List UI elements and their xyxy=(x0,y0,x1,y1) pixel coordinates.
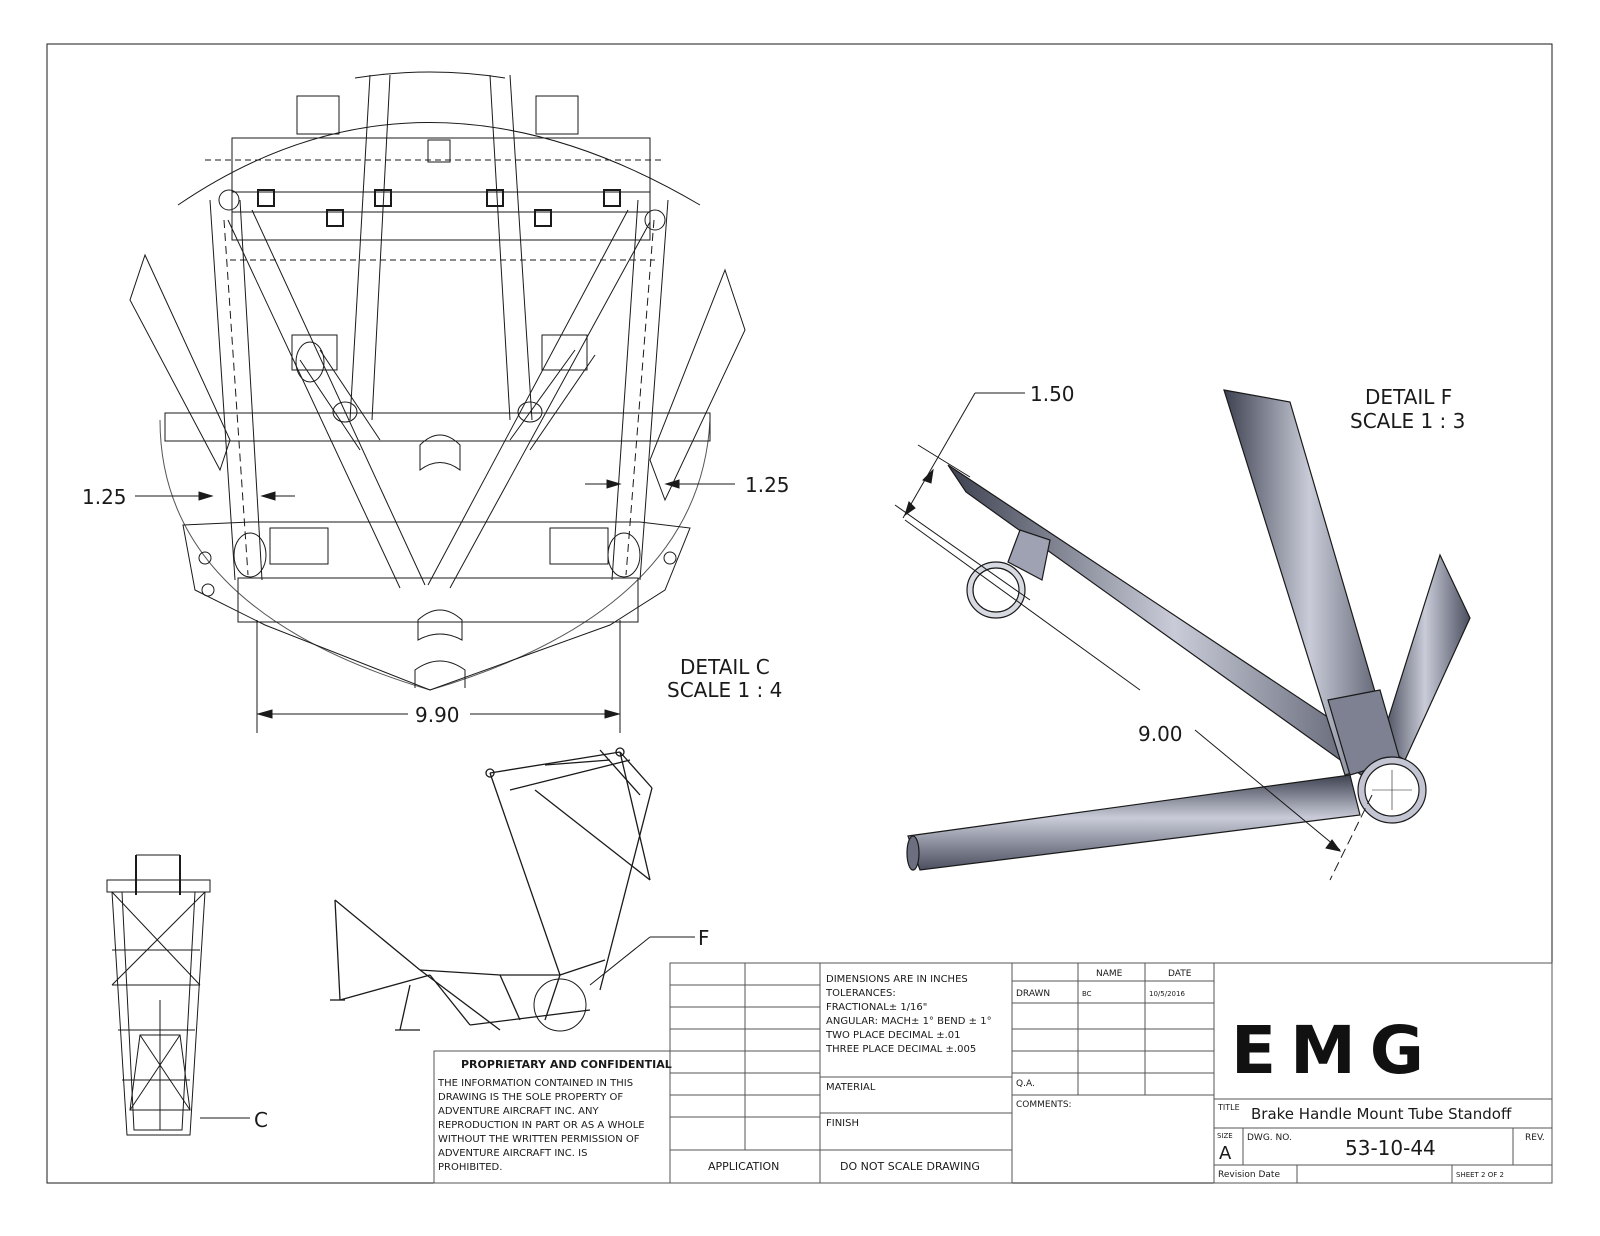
dim-c-left-arrow-2 xyxy=(260,491,276,501)
application-label: APPLICATION xyxy=(708,1160,779,1173)
do-not-scale-note: DO NOT SCALE DRAWING xyxy=(840,1160,980,1173)
drawn-name: BC xyxy=(1082,990,1092,998)
detail-c-title: DETAIL C xyxy=(680,655,770,679)
column-name-header: NAME xyxy=(1096,969,1123,979)
proprietary-line: ADVENTURE AIRCRAFT INC. IS xyxy=(438,1148,587,1159)
sheet-number: SHEET 2 OF 2 xyxy=(1456,1171,1504,1179)
detail-f-title: DETAIL F xyxy=(1365,385,1452,409)
overall-front-view xyxy=(106,854,250,1136)
detail-f-dimensions xyxy=(589,392,1373,986)
column-date-header: DATE xyxy=(1168,969,1192,979)
detail-c-dimensions xyxy=(135,479,735,733)
detail-f-scale: SCALE 1 : 3 xyxy=(1350,409,1465,433)
tolerance-line: THREE PLACE DECIMAL ±.005 xyxy=(825,1044,976,1055)
tolerance-notes: DIMENSIONS ARE IN INCHES TOLERANCES: FRA… xyxy=(825,974,992,1055)
frame-top-arc xyxy=(354,71,506,79)
frame-outline-bottom xyxy=(159,419,711,691)
dim-c-width-value: 9.90 xyxy=(415,703,460,727)
finish-label: FINISH xyxy=(826,1118,859,1129)
left-wing xyxy=(129,253,231,472)
proprietary-line: THE INFORMATION CONTAINED IN THIS xyxy=(437,1078,633,1089)
proprietary-line: ADVENTURE AIRCRAFT INC. ANY xyxy=(438,1106,599,1117)
dim-f-offset-value: 1.50 xyxy=(1030,382,1075,406)
drawn-label: DRAWN xyxy=(1016,989,1050,999)
drawn-date: 10/5/2016 xyxy=(1149,990,1185,998)
detail-f-view xyxy=(906,389,1471,871)
title-block-grid xyxy=(433,962,1553,1184)
proprietary-line: REPRODUCTION IN PART OR AS A WHOLE xyxy=(438,1120,645,1131)
emg-logo: EMG xyxy=(1231,1012,1438,1089)
dim-c-left-value: 1.25 xyxy=(82,485,127,509)
tube-lower xyxy=(907,774,1361,871)
dwg-no-label: DWG. NO. xyxy=(1247,1133,1292,1143)
size-label: SIZE xyxy=(1217,1132,1233,1140)
qa-label: Q.A. xyxy=(1016,1079,1035,1089)
proprietary-heading: PROPRIETARY AND CONFIDENTIAL xyxy=(461,1058,672,1071)
proprietary-line: PROHIBITED. xyxy=(438,1162,502,1173)
tolerance-line: TOLERANCES: xyxy=(825,988,896,999)
rev-label: REV. xyxy=(1525,1133,1545,1143)
dim-c-right-arrow-1 xyxy=(664,479,680,489)
drawing-title: Brake Handle Mount Tube Standoff xyxy=(1251,1105,1512,1123)
proprietary-body: THE INFORMATION CONTAINED IN THIS DRAWIN… xyxy=(437,1078,645,1173)
detail-c-view xyxy=(129,71,746,691)
revision-date-label: Revision Date xyxy=(1218,1170,1280,1180)
proprietary-line: WITHOUT THE WRITTEN PERMISSION OF xyxy=(438,1134,640,1145)
title-label: TITLE xyxy=(1217,1103,1240,1112)
detail-c-scale: SCALE 1 : 4 xyxy=(667,678,782,702)
overall-iso-view xyxy=(330,747,653,1032)
comments-label: COMMENTS: xyxy=(1016,1100,1072,1110)
dim-f-length-value: 9.00 xyxy=(1138,722,1183,746)
tube-stub xyxy=(1007,529,1051,581)
material-label: MATERIAL xyxy=(826,1082,876,1093)
dim-c-right-value: 1.25 xyxy=(745,473,790,497)
dim-f-length-arrow xyxy=(1325,839,1342,852)
dwg-number: 53-10-44 xyxy=(1345,1136,1436,1160)
sheet-size: A xyxy=(1219,1143,1232,1164)
dim-c-width-arrow-left xyxy=(256,709,273,719)
proprietary-line: DRAWING IS THE SOLE PROPERTY OF xyxy=(438,1092,623,1103)
callout-f: F xyxy=(698,926,710,950)
tolerance-line: TWO PLACE DECIMAL ±.01 xyxy=(825,1030,960,1041)
tolerance-line: DIMENSIONS ARE IN INCHES xyxy=(826,974,968,985)
dim-c-right-arrow-2 xyxy=(606,479,622,489)
tolerance-line: FRACTIONAL± 1/16" xyxy=(826,1002,927,1013)
tube-upper-right xyxy=(1379,553,1471,761)
callout-c: C xyxy=(254,1108,268,1132)
frame-outline-top xyxy=(177,122,701,206)
right-wing xyxy=(649,268,746,502)
dim-f-offset-arrow-2 xyxy=(904,501,916,517)
tolerance-line: ANGULAR: MACH± 1° BEND ± 1° xyxy=(826,1016,992,1027)
dim-c-left-arrow-1 xyxy=(198,491,214,501)
dim-f-offset-arrow-1 xyxy=(922,468,934,484)
dim-c-width-arrow-right xyxy=(604,709,621,719)
